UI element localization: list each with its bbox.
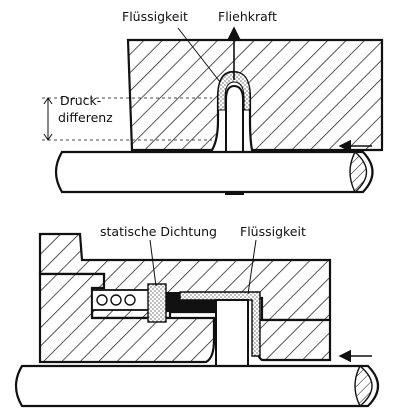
ball-2 bbox=[110, 294, 122, 306]
label-pressure-1: Druck- bbox=[60, 93, 101, 108]
top-figure bbox=[42, 26, 384, 195]
label-bottom-fluid: Flüssigkeit bbox=[240, 224, 306, 239]
bottom-shaft-end-hatch bbox=[354, 364, 373, 408]
static-seal-block bbox=[147, 283, 167, 323]
bottom-figure bbox=[14, 232, 380, 408]
fluid-leader bbox=[177, 27, 221, 83]
label-pressure-2: differenz bbox=[58, 110, 113, 125]
seal-leader bbox=[149, 239, 157, 287]
ball-1 bbox=[96, 294, 108, 306]
bottom-rotating-disc bbox=[215, 299, 249, 369]
top-housing bbox=[126, 38, 384, 152]
label-top-force: Fliehkraft bbox=[218, 9, 277, 24]
bottom-fluid-leader bbox=[247, 239, 257, 295]
ball-3 bbox=[124, 294, 136, 306]
bottom-shaft bbox=[14, 364, 380, 408]
bottom-housing-right bbox=[254, 318, 332, 362]
label-static-seal: statische Dichtung bbox=[100, 224, 217, 239]
label-top-fluid: Flüssigkeit bbox=[122, 9, 188, 24]
bottom-fluid-channel bbox=[179, 291, 261, 357]
top-shaft-end-hatch bbox=[349, 150, 368, 194]
top-shaft bbox=[54, 150, 374, 194]
